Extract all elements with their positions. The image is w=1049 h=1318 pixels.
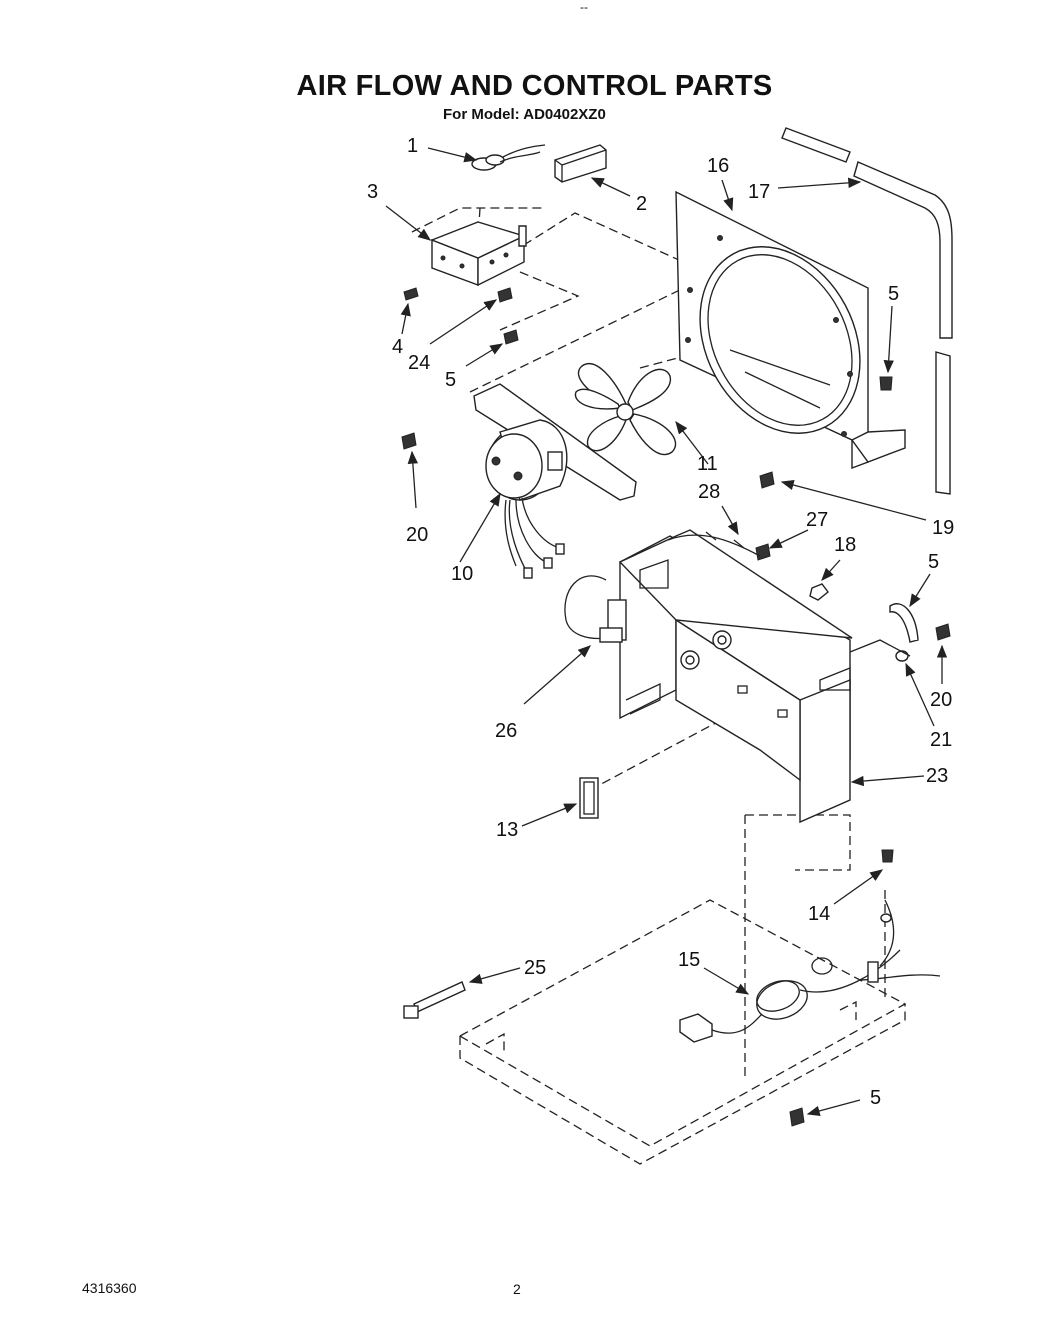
- callout-leaders: [385, 147, 948, 1116]
- callout-label: 18: [834, 534, 856, 556]
- callout-label: 27: [806, 509, 828, 531]
- model-subtitle: For Model: AD0402XZ0: [443, 106, 606, 123]
- part-25-tie-wrap: [403, 981, 466, 1019]
- callout-label: 15: [678, 949, 700, 971]
- callout-label: 14: [808, 903, 830, 925]
- callout-label: 5: [888, 283, 899, 305]
- part-26-thermostat: [564, 575, 627, 643]
- callout-label: 25: [524, 957, 546, 979]
- top-mark: --: [580, 0, 588, 14]
- callout-label: 11: [697, 453, 718, 475]
- callout-label: 4: [392, 336, 403, 358]
- page-title: AIR FLOW AND CONTROL PARTS: [296, 70, 773, 102]
- callout-label: 5: [870, 1087, 881, 1109]
- callout-labels: 1 2 3 4 24 5 16 17 5 20 10 11 28 27 18 1…: [367, 135, 954, 1109]
- part-16-fan-shroud: [675, 190, 906, 470]
- small-hardware-parts: [705, 531, 919, 662]
- callout-label: 20: [406, 524, 428, 546]
- callout-label: 17: [748, 181, 770, 203]
- callout-label: 28: [698, 481, 720, 503]
- callout-label: 16: [707, 155, 729, 177]
- callout-label: 19: [932, 517, 954, 539]
- part-13-fuse-holder: [579, 777, 599, 819]
- callout-label: 13: [496, 819, 518, 841]
- callout-label: 2: [636, 193, 647, 215]
- part-11-fan-blade: [574, 363, 677, 455]
- callout-label: 26: [495, 720, 517, 742]
- callout-label: 21: [930, 729, 952, 751]
- callout-label: 10: [451, 563, 473, 585]
- part-1-wire-connector: [471, 144, 546, 171]
- part-3-control-bracket: [430, 221, 527, 287]
- part-10-fan-motor: [473, 383, 637, 579]
- part-15-power-cord: [679, 899, 941, 1043]
- callout-label: 23: [926, 765, 948, 787]
- callout-label: 5: [928, 551, 939, 573]
- base-pan: [458, 899, 907, 1165]
- page-number: 2: [513, 1281, 521, 1297]
- part-23-control-housing: [618, 529, 853, 824]
- callout-label: 1: [407, 135, 418, 157]
- screw-icon: [401, 287, 951, 1127]
- callout-label: 20: [930, 689, 952, 711]
- callout-label: 5: [445, 369, 456, 391]
- part-17-foam-seal-strips: [781, 127, 953, 495]
- part-2-terminal-block: [554, 144, 607, 183]
- document-number: 4316360: [82, 1280, 137, 1296]
- callout-label: 24: [408, 352, 430, 374]
- callout-label: 3: [367, 181, 378, 203]
